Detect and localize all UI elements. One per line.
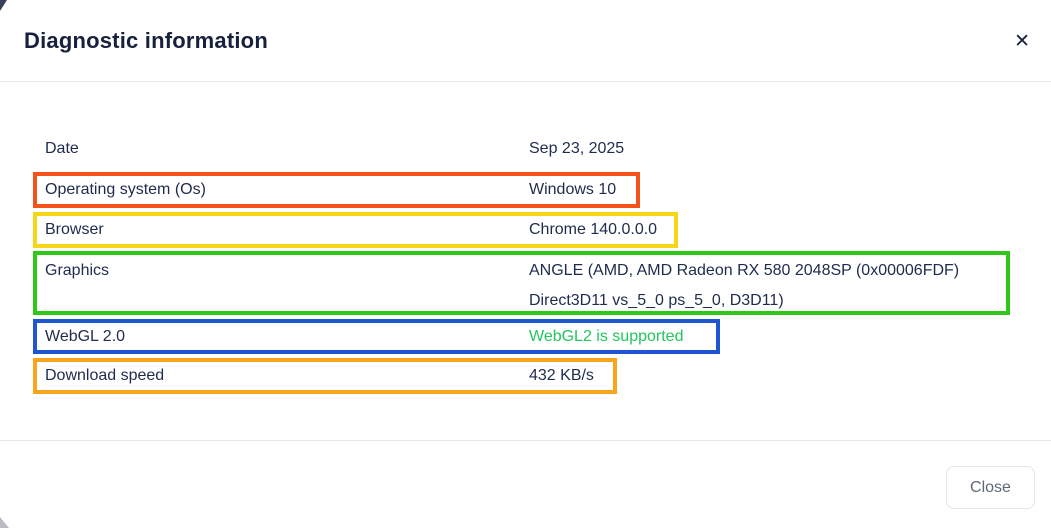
background-corner-artifact bbox=[0, 0, 7, 11]
row-value: Sep 23, 2025 bbox=[529, 140, 625, 157]
row-value: Chrome 140.0.0.0 bbox=[529, 221, 658, 238]
page-title: Diagnostic information bbox=[24, 28, 268, 53]
row-label: Date bbox=[45, 140, 79, 157]
row-value status-text: WebGL2 is supported bbox=[529, 327, 684, 345]
table-row-browser: Browser Chrome 140.0.0.0 bbox=[33, 212, 678, 248]
row-label: Browser bbox=[45, 221, 104, 238]
row-value-line: ANGLE (AMD, AMD Radeon RX 580 2048SP (0x… bbox=[529, 262, 960, 279]
row-value: 432 KB/s bbox=[529, 367, 594, 384]
footer-divider bbox=[0, 440, 1051, 441]
row-value: ANGLE (AMD, AMD Radeon RX 580 2048SP (0x… bbox=[529, 256, 1011, 316]
table-row-date: Date Sep 23, 2025 bbox=[33, 131, 640, 167]
table-row-operating-system: Operating system (Os) Windows 10 bbox=[33, 172, 640, 208]
close-icon[interactable]: ✕ bbox=[1014, 31, 1030, 52]
table-row-download-speed: Download speed 432 KB/s bbox=[33, 358, 617, 394]
row-value-line: Direct3D11 vs_5_0 ps_5_0, D3D11) bbox=[529, 292, 784, 309]
row-label: Graphics bbox=[45, 262, 110, 279]
row-label: Download speed bbox=[45, 367, 165, 384]
row-label: WebGL 2.0 bbox=[45, 327, 126, 345]
cursor-artifact bbox=[0, 517, 9, 528]
table-row-graphics: Graphics ANGLE (AMD, AMD Radeon RX 580 2… bbox=[33, 251, 1010, 315]
row-value: Windows 10 bbox=[529, 181, 617, 198]
header-divider bbox=[0, 81, 1051, 82]
table-row-webgl: WebGL 2.0 WebGL2 is supported bbox=[33, 319, 720, 354]
row-label: Operating system (Os) bbox=[45, 181, 206, 198]
close-button[interactable]: Close bbox=[946, 466, 1035, 509]
